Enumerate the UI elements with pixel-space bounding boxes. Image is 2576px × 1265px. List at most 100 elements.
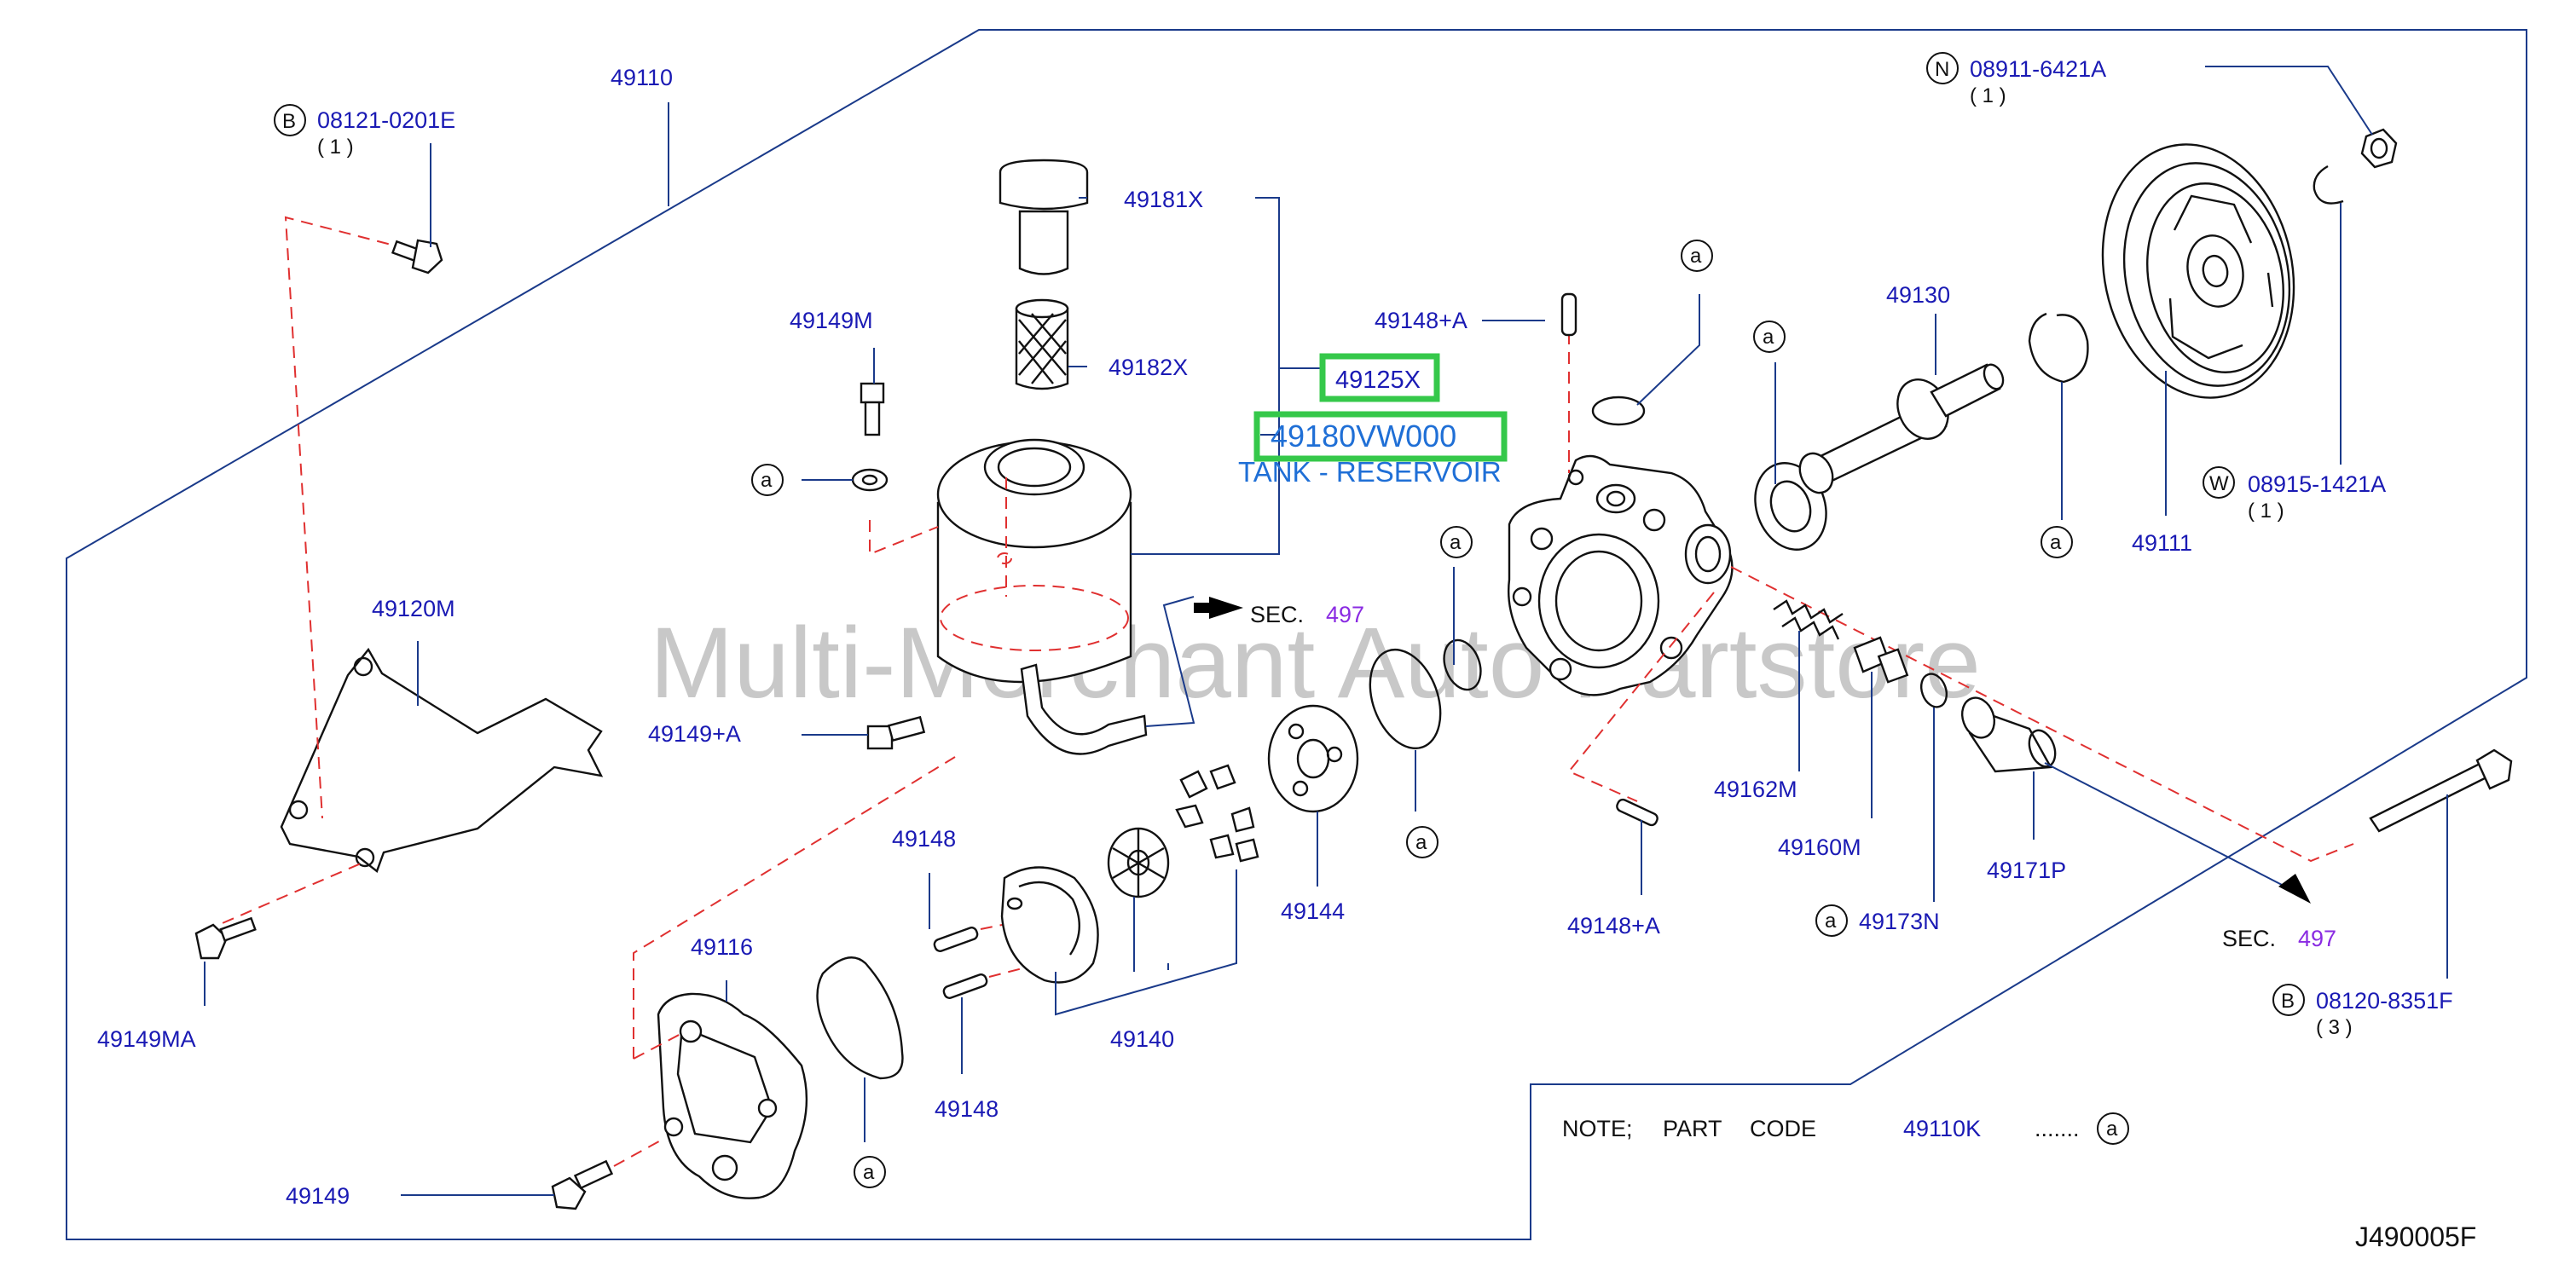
svg-text:a: a xyxy=(1415,831,1427,854)
rotor[interactable] xyxy=(1107,827,1170,898)
label-49149m[interactable]: 49149M xyxy=(790,308,873,333)
label-49111[interactable]: 49111 xyxy=(2132,530,2192,556)
snap-ring[interactable] xyxy=(2028,312,2089,384)
connector-49171p[interactable] xyxy=(1957,693,2060,773)
svg-text:B: B xyxy=(282,110,296,133)
svg-text:a: a xyxy=(863,1161,875,1184)
pin-49148a-bottom[interactable] xyxy=(1615,798,1658,827)
pump-body[interactable] xyxy=(1508,454,1734,696)
svg-text:a: a xyxy=(1763,326,1774,349)
label-49130[interactable]: 49130 xyxy=(1886,282,1950,308)
label-49144[interactable]: 49144 xyxy=(1281,898,1345,924)
svg-text:08121-0201E: 08121-0201E xyxy=(317,107,455,133)
label-tank-reservoir: TANK - RESERVOIR xyxy=(1238,456,1502,488)
guide-bracket xyxy=(284,216,408,819)
bolt-49149[interactable] xyxy=(551,1159,614,1210)
reservoir-tank[interactable] xyxy=(936,438,1148,755)
svg-text:a: a xyxy=(761,469,773,492)
label-49181x[interactable]: 49181X xyxy=(1124,187,1203,212)
bolt-49149ma[interactable] xyxy=(194,916,257,960)
ref-a-washer: a xyxy=(751,464,784,496)
sec-number-lower[interactable]: 497 xyxy=(2298,926,2336,951)
label-49120m[interactable]: 49120M xyxy=(372,596,455,621)
ref-a-gasket: a xyxy=(854,1156,886,1188)
strainer-49182x[interactable] xyxy=(1015,298,1069,390)
svg-text:PART: PART xyxy=(1663,1116,1722,1141)
label-49162m[interactable]: 49162M xyxy=(1714,777,1797,802)
pin-49148-upper[interactable] xyxy=(933,927,979,953)
bolt-label-08911[interactable]: N 08911-6421A ( 1 ) xyxy=(1926,52,2106,107)
valve-49160m[interactable] xyxy=(1853,636,1909,684)
label-49125x[interactable]: 49125X xyxy=(1335,367,1421,394)
svg-text:.......: ....... xyxy=(2035,1116,2080,1141)
svg-text:N: N xyxy=(1935,58,1949,81)
svg-text:( 1 ): ( 1 ) xyxy=(317,136,354,159)
cap-49181x[interactable] xyxy=(999,159,1089,275)
label-49180vw000[interactable]: 49180VW000 xyxy=(1271,419,1456,453)
screw-49149a[interactable] xyxy=(866,715,926,750)
svg-text:a: a xyxy=(1450,531,1462,554)
svg-text:( 1 ): ( 1 ) xyxy=(2248,500,2284,523)
sec-arrow-lower xyxy=(2278,874,2311,904)
bolt-08120[interactable] xyxy=(2369,748,2513,833)
pin-49148a-top[interactable] xyxy=(1560,292,1577,337)
o-ring-49173n[interactable] xyxy=(1917,670,1951,710)
pulley-49111[interactable] xyxy=(2080,126,2317,415)
svg-text:08120-8351F: 08120-8351F xyxy=(2316,988,2453,1014)
gasket[interactable] xyxy=(816,956,904,1080)
ref-a-oring-top: a xyxy=(1681,240,1713,272)
label-49149ma[interactable]: 49149MA xyxy=(97,1026,196,1052)
note-part-code: NOTE; PART CODE 49110K ....... a xyxy=(1562,1112,2129,1145)
ref-a-oring-large: a xyxy=(1406,826,1439,858)
label-49140[interactable]: 49140 xyxy=(1110,1026,1174,1052)
cover-49116[interactable] xyxy=(657,992,808,1199)
ref-a-seal: a xyxy=(1753,321,1786,353)
shaft-49130[interactable] xyxy=(1794,361,2007,498)
bolt-label-08121[interactable]: B 08121-0201E ( 1 ) xyxy=(274,104,455,159)
screw-49149m[interactable] xyxy=(860,382,885,436)
diagram-frame xyxy=(66,29,2527,1240)
bolt-label-08120[interactable]: B 08120-8351F ( 3 ) xyxy=(2272,984,2453,1039)
svg-text:( 3 ): ( 3 ) xyxy=(2316,1016,2353,1039)
bolt-label-08915[interactable]: W 08915-1421A ( 1 ) xyxy=(2203,466,2386,523)
label-49148-top[interactable]: 49148 xyxy=(892,826,956,852)
cam-ring[interactable] xyxy=(1000,866,1099,984)
label-49160m[interactable]: 49160M xyxy=(1778,835,1861,860)
vanes[interactable] xyxy=(1175,764,1259,863)
diagram-code: J490005F xyxy=(2355,1222,2476,1252)
svg-text:08915-1421A: 08915-1421A xyxy=(2248,471,2386,497)
watermark: Multi-Merchant Auto Partstore xyxy=(650,607,1981,719)
label-49148-bottom[interactable]: 49148 xyxy=(935,1096,999,1122)
svg-text:NOTE;: NOTE; xyxy=(1562,1116,1633,1141)
label-49116[interactable]: 49116 xyxy=(691,934,753,960)
spring-49162m[interactable] xyxy=(1773,599,1844,640)
bolt-08121[interactable] xyxy=(391,239,443,274)
label-49173n[interactable]: a 49173N xyxy=(1815,904,1940,937)
label-49171p[interactable]: 49171P xyxy=(1987,858,2066,883)
sec-number-upper[interactable]: 497 xyxy=(1326,602,1364,627)
label-49110[interactable]: 49110 xyxy=(611,65,673,90)
ref-a-snapring: a xyxy=(2041,526,2073,558)
highlight-box-49180vw000 xyxy=(1253,411,1508,462)
sec-arrow-upper xyxy=(1194,597,1243,619)
svg-text:a: a xyxy=(1690,245,1702,268)
svg-text:CODE: CODE xyxy=(1750,1116,1816,1141)
o-ring-top[interactable] xyxy=(1591,396,1646,426)
label-49149a[interactable]: 49149+A xyxy=(648,721,741,747)
pressure-plate-49144[interactable] xyxy=(1267,704,1359,813)
pin-49148-lower[interactable] xyxy=(942,973,988,1000)
svg-text:a: a xyxy=(1825,910,1837,933)
nut-n[interactable] xyxy=(2360,128,2398,169)
label-49182x[interactable]: 49182X xyxy=(1109,355,1188,380)
washer-w[interactable] xyxy=(2313,165,2344,205)
bracket-49120m xyxy=(280,647,604,873)
sec-label-upper: SEC. xyxy=(1250,602,1304,627)
label-49149[interactable]: 49149 xyxy=(286,1183,350,1209)
svg-text:( 1 ): ( 1 ) xyxy=(1970,84,2006,107)
svg-text:a: a xyxy=(2106,1118,2118,1141)
label-49148a-bottom[interactable]: 49148+A xyxy=(1567,913,1660,939)
label-49148a-top[interactable]: 49148+A xyxy=(1375,308,1467,333)
o-ring-large[interactable] xyxy=(1357,640,1453,759)
washer xyxy=(851,468,889,492)
